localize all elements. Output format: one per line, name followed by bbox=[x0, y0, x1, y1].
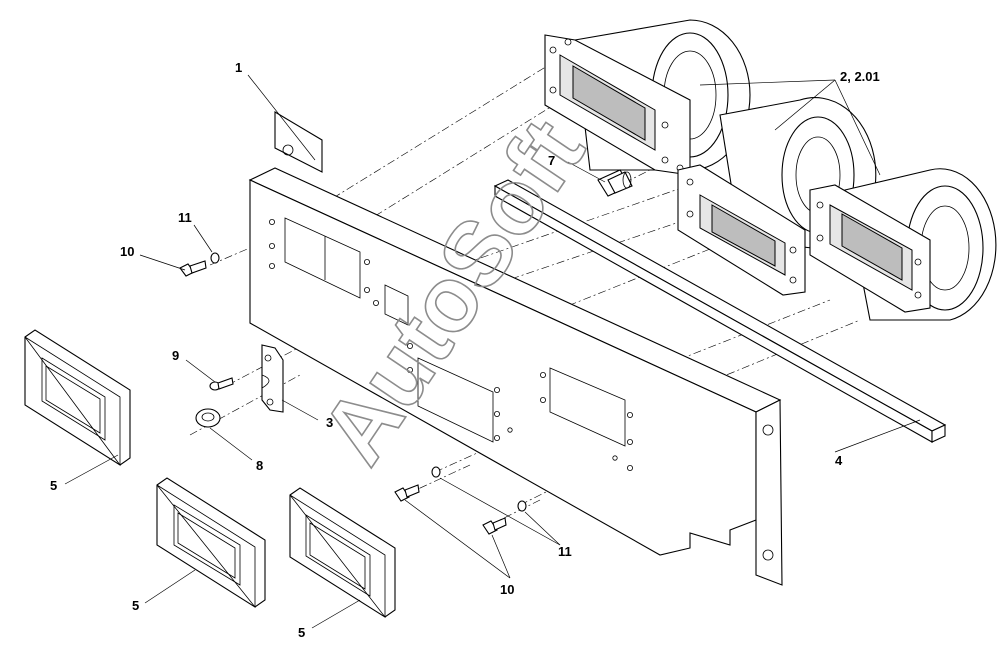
label-part-11-bottom: 11 bbox=[558, 544, 572, 559]
bolt-bottom-a bbox=[394, 484, 420, 502]
gasket-frame-1 bbox=[24, 329, 131, 467]
washer-bottom-a bbox=[431, 466, 441, 478]
label-part-10-bottom: 10 bbox=[500, 582, 514, 597]
label-part-3: 3 bbox=[326, 415, 333, 430]
gasket-frame-3 bbox=[289, 487, 396, 619]
fan-blower-1 bbox=[544, 19, 751, 176]
seal-strip bbox=[493, 179, 947, 443]
label-part-4: 4 bbox=[835, 453, 843, 468]
nut bbox=[195, 408, 221, 428]
gasket-frame-2 bbox=[156, 477, 266, 609]
washer-bottom-b bbox=[517, 500, 527, 512]
screw bbox=[209, 377, 234, 391]
washer-left bbox=[210, 252, 220, 264]
panel-holes bbox=[268, 218, 634, 471]
callout-labels: 1 2, 2.01 7 11 10 9 3 4 8 5 11 10 5 5 bbox=[50, 60, 880, 640]
label-part-2: 2, 2.01 bbox=[840, 69, 880, 84]
fan-blower-3 bbox=[809, 168, 997, 321]
label-part-9: 9 bbox=[172, 348, 179, 363]
label-part-5-left: 5 bbox=[50, 478, 57, 493]
main-panel bbox=[248, 111, 783, 586]
fitting bbox=[597, 169, 633, 197]
label-part-11-top: 11 bbox=[178, 210, 192, 225]
label-part-5-middle: 5 bbox=[132, 598, 139, 613]
label-part-7: 7 bbox=[548, 153, 555, 168]
label-part-10-left: 10 bbox=[120, 244, 134, 259]
label-part-8: 8 bbox=[256, 458, 263, 473]
label-part-1: 1 bbox=[235, 60, 242, 75]
bolt-left bbox=[179, 260, 207, 277]
bracket bbox=[261, 344, 284, 413]
bolt-bottom-b bbox=[482, 517, 507, 535]
label-part-5-right: 5 bbox=[298, 625, 305, 640]
leader-lines bbox=[64, 74, 921, 629]
